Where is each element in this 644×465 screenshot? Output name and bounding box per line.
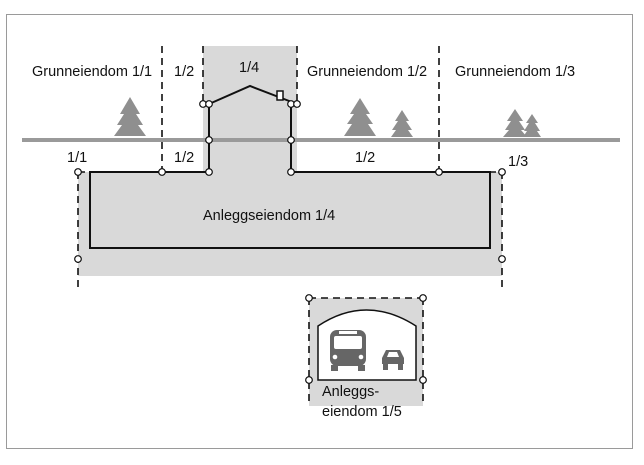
label-low-1-2b: 1/2	[355, 150, 375, 166]
bus-icon	[330, 330, 366, 371]
label-anleggseiendom-1-5-line1: Anleggs-	[322, 384, 379, 400]
diagram-frame	[6, 14, 633, 449]
label-anleggseiendom-1-5-line2: eiendom 1/5	[322, 404, 402, 420]
label-anleggseiendom-1-4: Anleggseiendom 1/4	[203, 208, 335, 224]
label-low-1-2a: 1/2	[174, 150, 194, 166]
car-icon	[382, 350, 404, 370]
ground-line	[22, 138, 620, 142]
label-top-1-2: 1/2	[174, 64, 194, 80]
label-low-1-3: 1/3	[508, 154, 528, 170]
label-grunneiendom-1-3: Grunneiendom 1/3	[455, 64, 575, 80]
tree-icon	[391, 110, 413, 137]
tree-icon	[503, 109, 527, 137]
shade-1-4-lower	[78, 172, 502, 276]
boundary-marker-icon	[74, 100, 506, 384]
label-low-1-1: 1/1	[67, 150, 87, 166]
tree-icon	[344, 98, 376, 136]
anleggseiendom-1-4-outline	[89, 104, 491, 249]
label-top-1-4: 1/4	[239, 60, 259, 76]
tree-icon	[114, 97, 146, 136]
label-grunneiendom-1-2: Grunneiendom 1/2	[307, 64, 427, 80]
shade-1-4-upper	[203, 46, 297, 174]
label-grunneiendom-1-1: Grunneiendom 1/1	[32, 64, 152, 80]
tree-icon	[523, 114, 541, 137]
chimney-icon	[276, 90, 284, 101]
